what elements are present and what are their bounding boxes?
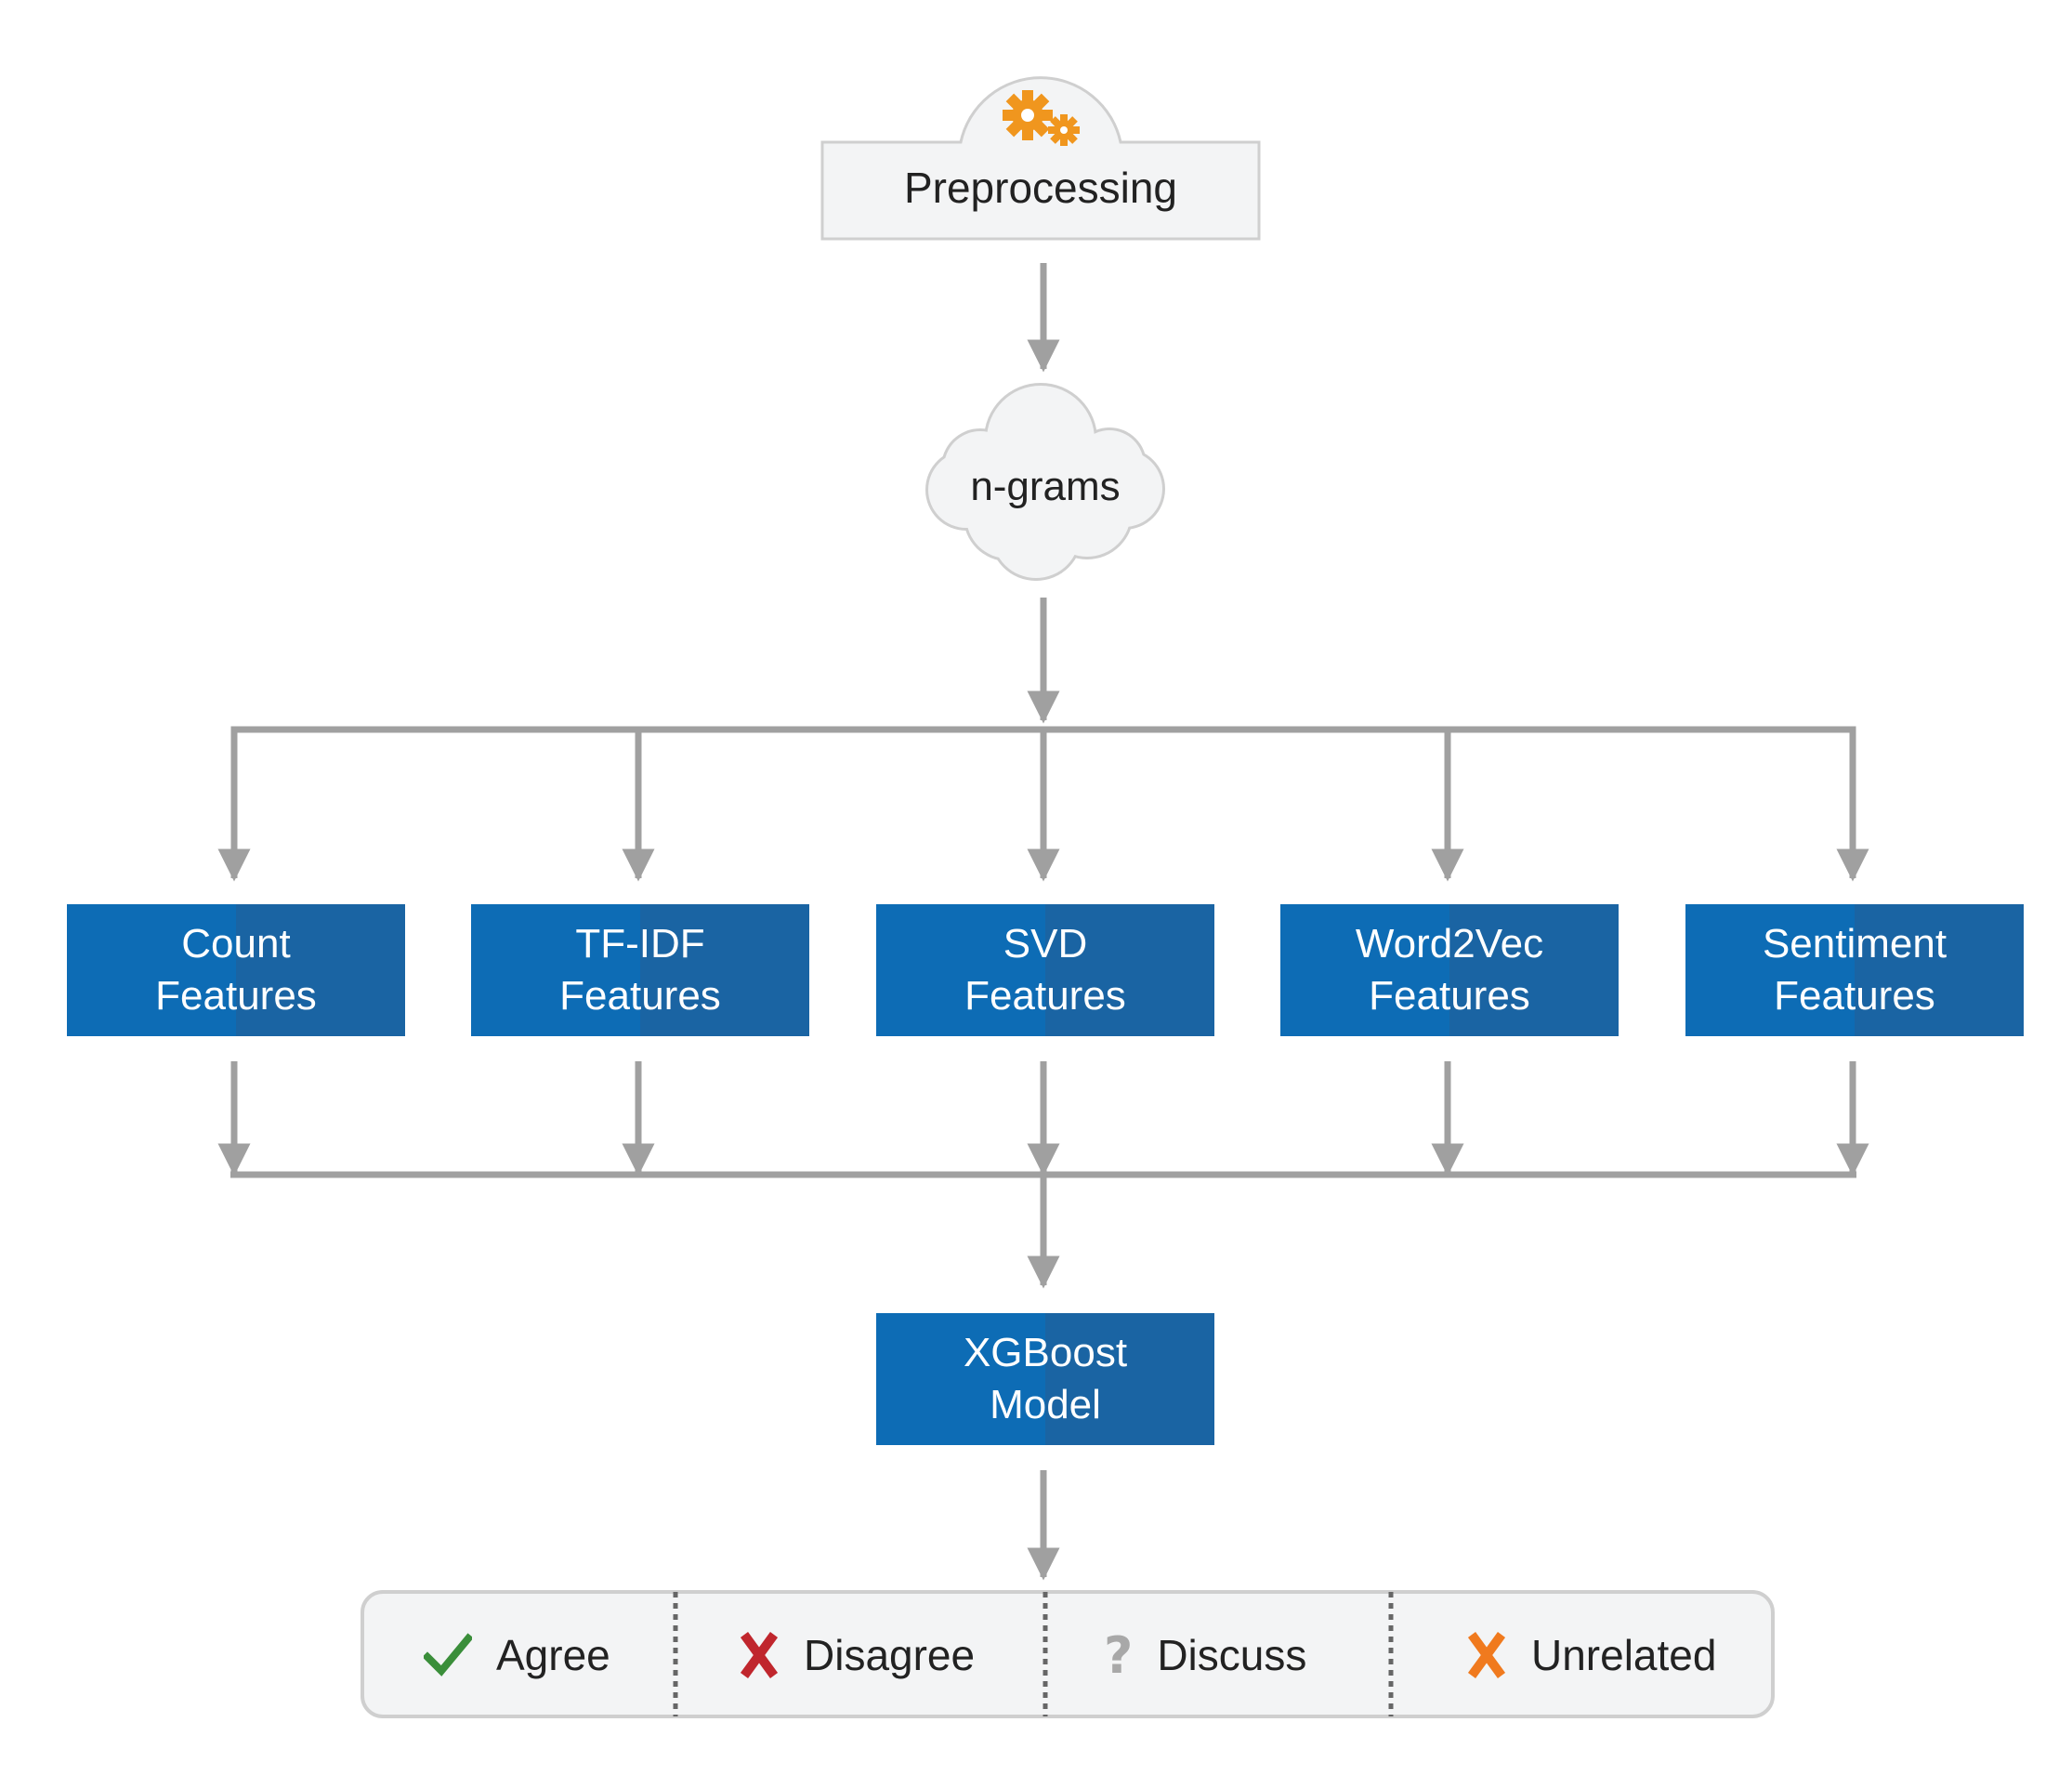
question-mark-icon: ?: [1104, 1625, 1134, 1685]
outcome-label: Unrelated: [1531, 1631, 1717, 1679]
outcomes-panel: [361, 1590, 1775, 1718]
feature-label-line1: Count: [181, 921, 291, 966]
outcome-agree: Agree: [424, 1624, 610, 1686]
feature-label-line1: TF-IDF: [575, 921, 705, 966]
outcome-discuss: ? Discuss: [1104, 1624, 1306, 1686]
outcome-disagree: Disagree: [739, 1624, 975, 1686]
feature-label-line2: Features: [1369, 973, 1530, 1019]
outcome-label: Discuss: [1157, 1631, 1307, 1679]
x-mark-icon: [1467, 1632, 1506, 1678]
connectors: [217, 263, 1869, 1581]
feature-label-line1: Word2Vec: [1355, 921, 1544, 966]
checkmark-icon: [424, 1633, 472, 1676]
x-mark-icon: [740, 1632, 779, 1678]
outcome-label: Disagree: [804, 1631, 976, 1679]
tfidf-features-box: TF-IDF Features: [471, 904, 809, 1036]
model-label-line1: XGBoost: [963, 1330, 1128, 1375]
preprocessing-node: [820, 76, 1261, 241]
model-label-line2: Model: [990, 1382, 1101, 1427]
ngrams-label: n-grams: [970, 464, 1121, 509]
feature-label-line2: Features: [1774, 973, 1935, 1019]
ngrams-cloud: [925, 383, 1165, 581]
outcome-label: Agree: [496, 1631, 610, 1679]
feature-label-line2: Features: [155, 973, 317, 1019]
outcome-unrelated: Unrelated: [1466, 1624, 1716, 1686]
feature-label-line1: Sentiment: [1762, 921, 1947, 966]
svd-features-box: SVD Features: [876, 904, 1214, 1036]
feature-label-line2: Features: [559, 973, 721, 1019]
feature-label-line1: SVD: [1003, 921, 1088, 966]
branch-bar: [230, 726, 1856, 734]
preprocessing-label: Preprocessing: [903, 164, 1178, 212]
feature-label-line2: Features: [964, 973, 1126, 1019]
